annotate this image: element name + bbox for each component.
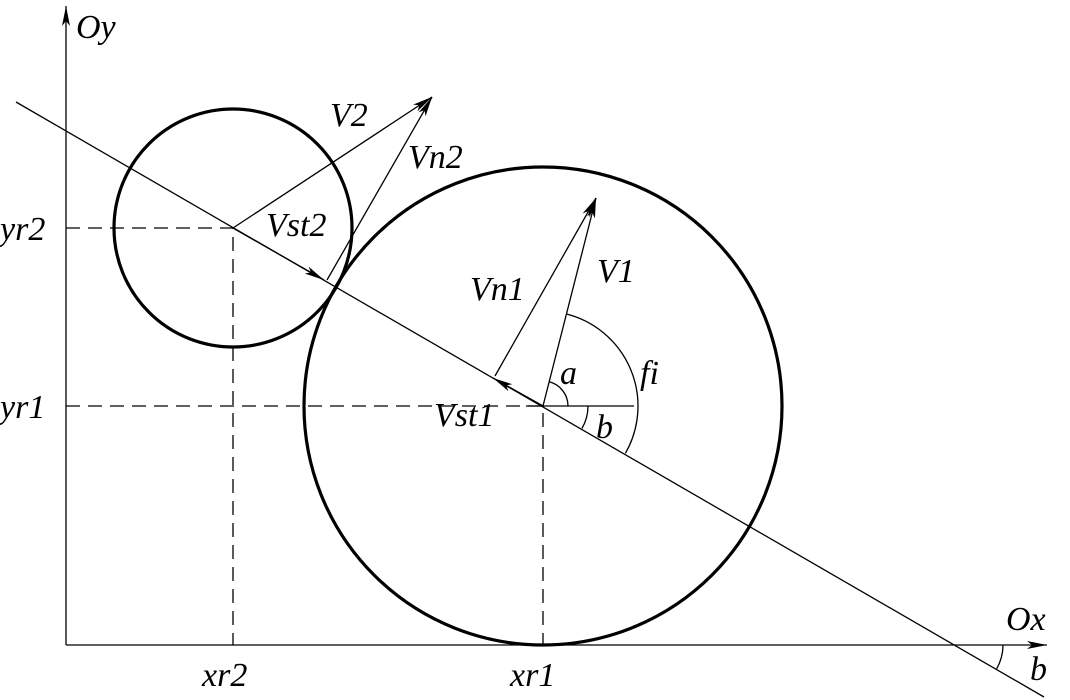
yr1-projection bbox=[66, 405, 544, 645]
xr2-label: xr2 bbox=[201, 657, 247, 694]
yr2-label: yr2 bbox=[0, 211, 45, 248]
angle-a-label: a bbox=[560, 355, 577, 392]
small-circle bbox=[112, 107, 354, 349]
yr1-label: yr1 bbox=[0, 389, 45, 426]
vst2-label: Vst2 bbox=[266, 207, 326, 244]
vector-vn1 bbox=[494, 197, 597, 377]
angle-b-axis-arc bbox=[996, 644, 1004, 670]
x-axis-label: Ox bbox=[1006, 601, 1046, 638]
angle-b-axis-label: b bbox=[1030, 651, 1047, 688]
angle-a-arc bbox=[549, 381, 569, 407]
vn1-label: Vn1 bbox=[470, 271, 525, 308]
vn2-label: Vn2 bbox=[408, 139, 463, 176]
vector-vst1 bbox=[492, 377, 544, 407]
vst1-label: Vst1 bbox=[434, 397, 494, 434]
v1-label: V1 bbox=[597, 253, 635, 290]
v2-label: V2 bbox=[330, 97, 368, 134]
vector-v2 bbox=[232, 96, 433, 229]
angle-fi-arc bbox=[566, 313, 639, 454]
angle-b-arc bbox=[581, 405, 589, 429]
large-circle bbox=[302, 165, 784, 647]
vector-v1 bbox=[542, 197, 597, 407]
yr2-projection bbox=[66, 227, 234, 645]
vector-vn2 bbox=[326, 96, 433, 281]
center-line bbox=[15, 101, 1045, 698]
angle-fi-label: fi bbox=[640, 355, 659, 392]
y-axis-label: Oy bbox=[76, 9, 117, 46]
vector-vst2 bbox=[232, 227, 325, 281]
xr1-label: xr1 bbox=[509, 657, 555, 694]
angle-b-label: b bbox=[596, 409, 613, 446]
